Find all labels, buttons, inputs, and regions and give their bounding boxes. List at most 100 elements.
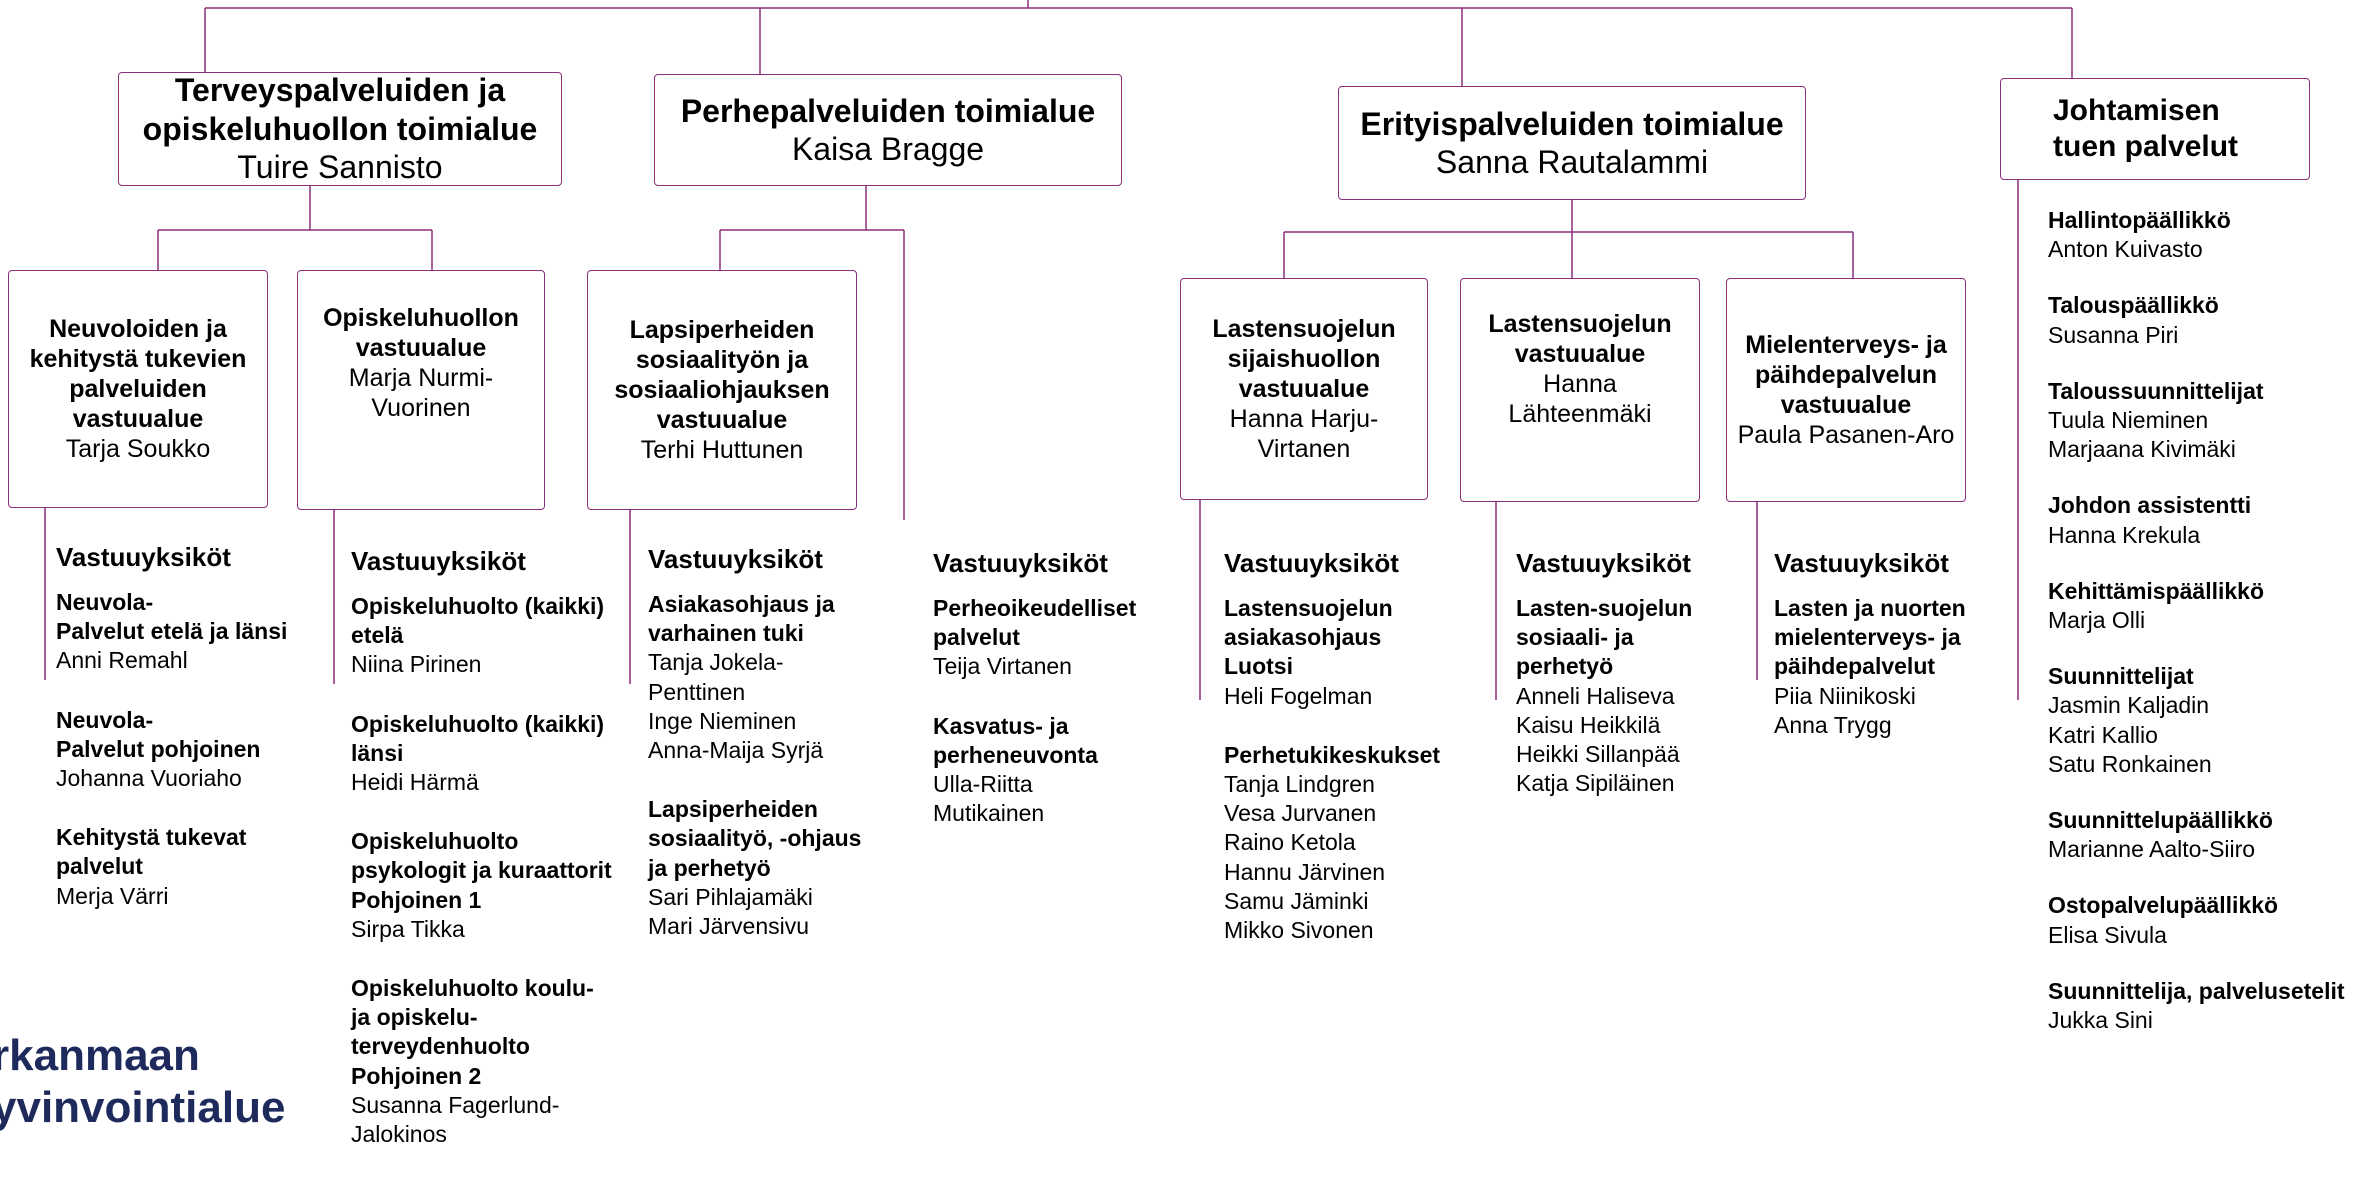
vastuuyksikko-title: Neuvola-: [56, 589, 154, 616]
vastuuyksikko-title: varhainen tuki: [648, 620, 804, 647]
support-role-title: Kehittämispäällikkö: [2048, 577, 2265, 604]
vastuuyksikko-title: mielenterveys- ja: [1774, 624, 1961, 651]
vastuuyksikko-title: Neuvola-: [56, 706, 154, 733]
toimialue-box-terveys: Terveyspalveluiden ja opiskeluhuollon to…: [118, 72, 562, 186]
vastuualue-title: Lastensuojelun sijaishuollon vastuualue: [1212, 315, 1396, 403]
vastuuyksikko-title: sosiaali- ja: [1516, 624, 1634, 651]
support-role-person: Katri Kallio: [2048, 721, 2158, 748]
vastuuyksikko-title: Kehitystä tukevat: [56, 824, 247, 851]
organization-logo-text: rkanmaan yvinvointialue: [0, 1030, 285, 1134]
vastuualue-box-opiskeluhuolto: Opiskeluhuollon vastuualue Marja Nurmi-V…: [297, 270, 545, 510]
vastuuyksikko-title: Opiskeluhuolto: [351, 828, 519, 855]
support-role-person: Tuula Nieminen: [2048, 407, 2209, 434]
vastuuyksikko-title: Lasten-suojelun: [1516, 595, 1693, 622]
vastuuyksikko-person: Katja Sipiläinen: [1516, 770, 1675, 797]
vastuuyksikko-person: Raino Ketola: [1224, 829, 1356, 856]
support-role-title: Suunnittelijat: [2048, 663, 2194, 690]
org-connector-lines: [44, 0, 2073, 700]
vastuuyksikko-person: Merja Värri: [56, 882, 169, 909]
vastuuyksikko-person: Kaisu Heikkilä: [1516, 711, 1661, 738]
vastuualue-title: Lapsiperheiden sosiaalityön ja sosiaalio…: [614, 316, 830, 434]
vastuuyksikko-title: Lapsiperheiden: [648, 796, 818, 823]
vastuuyksikot-heading: Vastuuyksiköt: [1774, 548, 1949, 578]
vastuuyksikko-title: Lastensuojelun: [1224, 595, 1393, 622]
vastuuyksikko-title: palvelut: [933, 624, 1020, 651]
support-role-title: Johdon assistentti: [2048, 492, 2252, 519]
support-role-person: Anton Kuivasto: [2048, 236, 2203, 263]
support-role-item: Talouspäällikkö Susanna Piri: [2048, 291, 2368, 349]
vastuualue-head: Paula Pasanen-Aro: [1737, 421, 1955, 449]
vastuualue-head: Hanna Lähteenmäki: [1508, 370, 1652, 428]
vastuuyksikko-person: Mikko Sivonen: [1224, 917, 1374, 944]
vastuuyksikko-title: ja opiskelu-: [351, 1004, 478, 1031]
vastuuyksikko-person: Heidi Härmä: [351, 769, 479, 796]
vastuuyksikko-person: Jalokinos: [351, 1121, 447, 1148]
vastuuyksikko-title: sosiaalityö, -ohjaus: [648, 825, 862, 852]
vastuuyksikko-person: Hannu Järvinen: [1224, 858, 1386, 885]
vastuuyksikko-person: Penttinen: [648, 678, 746, 705]
toimialue-head: Sanna Rautalammi: [1435, 144, 1709, 180]
vastuuyksikko-title: Pohjoinen 2: [351, 1062, 482, 1089]
toimialue-head: Tuire Sannisto: [237, 149, 443, 186]
support-role-title: Suunnittelija, palvelusetelit: [2048, 977, 2345, 1004]
vastuuyksikko-person: Niina Pirinen: [351, 651, 482, 678]
vastuuyksikko-person: Teija Virtanen: [933, 653, 1072, 680]
vastuualue-head: Tarja Soukko: [65, 435, 211, 463]
vastuuyksikko-title: Luotsi: [1224, 653, 1293, 680]
vastuuyksikko-title: palvelut: [56, 853, 143, 880]
vastuuyksikko-title: Opiskeluhuolto (kaikki): [351, 593, 605, 620]
vastuuyksikot-heading: Vastuuyksiköt: [56, 542, 231, 572]
vastuuyksikko-title: perhetyö: [1516, 653, 1614, 680]
toimialue-title: Terveyspalveluiden ja opiskeluhuollon to…: [142, 72, 538, 147]
vastuualue-title: Mielenterveys- ja päihdepalvelun vastuua…: [1745, 331, 1947, 419]
vastuuyksikko-title: Palvelut pohjoinen: [56, 735, 261, 762]
support-role-title: Taloussuunnittelijat: [2048, 377, 2264, 404]
vastuualue-title: Neuvoloiden ja kehitystä tukevien palvel…: [29, 315, 247, 433]
support-role-person: Hanna Krekula: [2048, 521, 2201, 548]
vastuualue-box-lapsiperheet: Lapsiperheiden sosiaalityön ja sosiaalio…: [587, 270, 857, 510]
vastuuyksikko-title: länsi: [351, 739, 404, 766]
vastuuyksikko-person: Anni Remahl: [56, 647, 188, 674]
toimialue-box-erityis: Erityispalveluiden toimialue Sanna Rauta…: [1338, 86, 1806, 200]
vastuualue-head: Marja Nurmi-Vuorinen: [348, 364, 494, 422]
logo-line: rkanmaan: [0, 1031, 200, 1080]
vastuuyksikko-title: Lasten ja nuorten: [1774, 595, 1966, 622]
vastuuyksikko-title: Kasvatus- ja: [933, 712, 1069, 739]
vastuuyksikko-person: Mari Järvensivu: [648, 913, 810, 940]
vastuuyksikot-heading: Vastuuyksiköt: [933, 548, 1108, 578]
toimialue-box-johtamisen-tuki: Johtamisen tuen palvelut: [2000, 78, 2310, 180]
vastuuyksikko-title: perheneuvonta: [933, 741, 1098, 768]
vastuualue-head: Hanna Harju-Virtanen: [1229, 405, 1379, 463]
vastuuyksikko-title: Pohjoinen 1: [351, 886, 482, 913]
toimialue-box-perhe: Perhepalveluiden toimialue Kaisa Bragge: [654, 74, 1122, 186]
vastuuyksikko-title: asiakasohjaus: [1224, 624, 1382, 651]
vastuuyksikko-title: terveydenhuolto: [351, 1033, 530, 1060]
vastuuyksikko-person: Heli Fogelman: [1224, 682, 1373, 709]
vastuualue-box-lastensuojelu: Lastensuojelun vastuualue Hanna Lähteenm…: [1460, 278, 1700, 502]
support-role-person: Elisa Sivula: [2048, 921, 2167, 948]
vastuuyksikko-title: ja perhetyö: [648, 854, 771, 881]
vastuuyksikot-heading: Vastuuyksiköt: [1516, 548, 1691, 578]
vastuuyksikko-person: Heikki Sillanpää: [1516, 741, 1680, 768]
toimialue-title: Johtamisen tuen palvelut: [2053, 94, 2239, 163]
support-role-person: Susanna Piri: [2048, 321, 2179, 348]
support-role-person: Jukka Sini: [2048, 1007, 2153, 1034]
vastuualue-box-mielenterveys: Mielenterveys- ja päihdepalvelun vastuua…: [1726, 278, 1966, 502]
vastuuyksikko-title: etelä: [351, 622, 404, 649]
